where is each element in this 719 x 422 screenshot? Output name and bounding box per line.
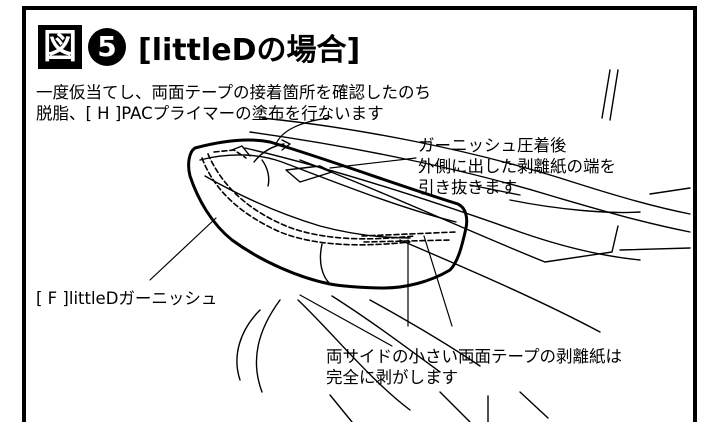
annotation-peel-line2: 外側に出した剥離紙の端を xyxy=(418,157,616,176)
figure-caption: [littleDの場合] xyxy=(138,33,361,68)
frame-top-border xyxy=(22,6,697,10)
frame-left-border xyxy=(22,6,26,422)
garnish-inner-lines xyxy=(199,145,457,285)
garnish-part xyxy=(187,138,469,290)
annotation-part-label: [ F ]littleDガーニッシュ xyxy=(36,289,218,308)
lower-bumper-lines xyxy=(236,295,549,422)
leader-lines xyxy=(149,117,453,347)
figure-kanji-box: 図 xyxy=(38,25,82,69)
annotation-intro-line2: 脱脂、[ H ]PACプライマーの塗布を行ないます xyxy=(36,104,384,123)
double-sided-tape xyxy=(201,149,457,246)
annotation-peel-line3: 引き抜きます xyxy=(418,178,517,197)
annotation-intro: 一度仮当てし、両面テープの接着箇所を確認したのち 脱脂、[ H ]PACプライマ… xyxy=(36,82,431,124)
annotation-peel-line1: ガーニッシュ圧着後 xyxy=(418,136,567,155)
figure-number-badge: 5 xyxy=(88,28,126,66)
peel-tab-arrow xyxy=(253,139,333,183)
annotation-side-tape: 両サイドの小さい両面テープの剥離紙は 完全に剥がします xyxy=(326,346,622,388)
annotation-side-tape-line1: 両サイドの小さい両面テープの剥離紙は xyxy=(326,347,623,366)
frame-right-border xyxy=(693,6,697,422)
annotation-side-tape-line2: 完全に剥がします xyxy=(326,368,458,387)
annotation-peel: ガーニッシュ圧着後 外側に出した剥離紙の端を 引き抜きます xyxy=(418,135,616,198)
annotation-intro-line1: 一度仮当てし、両面テープの接着箇所を確認したのち xyxy=(36,83,432,102)
figure-title: 図 5 [littleDの場合] xyxy=(38,24,360,70)
